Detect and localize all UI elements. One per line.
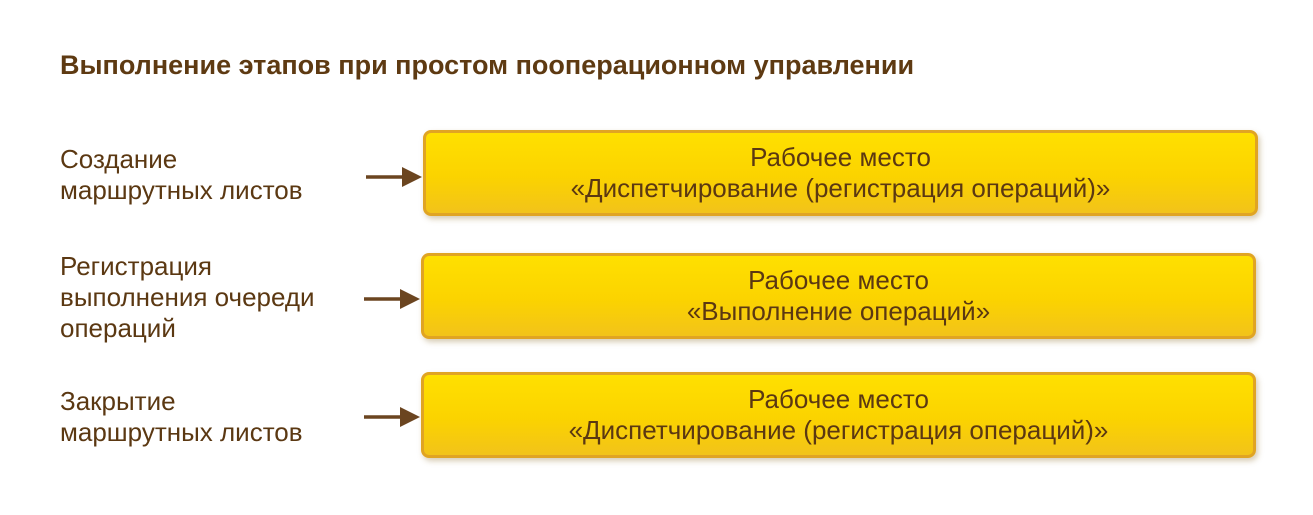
step-2-label-line: выполнения очереди	[60, 282, 315, 312]
arrow-right-icon	[366, 167, 422, 187]
step-2-workplace-box: Рабочее место «Выполнение операций»	[421, 253, 1256, 339]
step-2-label: Регистрация выполнения очереди операций	[60, 251, 315, 344]
step-3-label-line: Закрытие	[60, 386, 176, 416]
step-3-workplace-box: Рабочее место «Диспетчирование (регистра…	[421, 372, 1256, 458]
step-2-label-line: операций	[60, 313, 176, 343]
step-3-label: Закрытие маршрутных листов	[60, 386, 303, 448]
arrow-right-icon	[364, 407, 420, 427]
step-1-label: Создание маршрутных листов	[60, 144, 303, 206]
step-3-box-line: «Диспетчирование (регистрация операций)»	[568, 415, 1109, 445]
step-1-box-line: Рабочее место	[750, 142, 931, 172]
step-1-label-line: Создание	[60, 144, 178, 174]
step-1-label-line: маршрутных листов	[60, 175, 303, 205]
step-2-box-line: Рабочее место	[748, 265, 929, 295]
step-3-label-line: маршрутных листов	[60, 417, 303, 447]
step-2-box-line: «Выполнение операций»	[686, 296, 991, 326]
step-3-box-line: Рабочее место	[748, 384, 929, 414]
step-2-label-line: Регистрация	[60, 251, 212, 281]
step-1-box-line: «Диспетчирование (регистрация операций)»	[570, 173, 1111, 203]
step-1-workplace-box: Рабочее место «Диспетчирование (регистра…	[423, 130, 1258, 216]
diagram-title: Выполнение этапов при простом пооперацио…	[60, 50, 915, 80]
arrow-right-icon	[364, 289, 420, 309]
